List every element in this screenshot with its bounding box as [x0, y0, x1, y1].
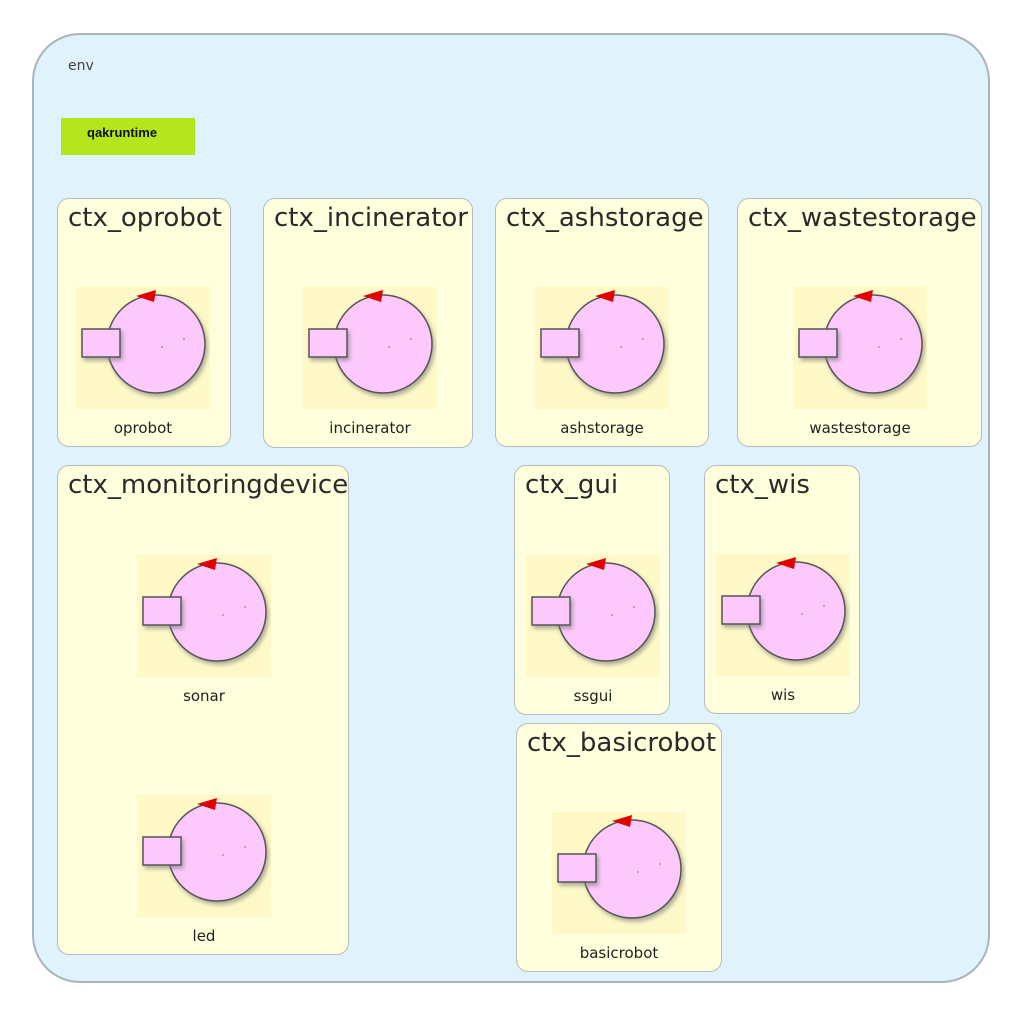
qakruntime-badge: qakruntime [61, 118, 195, 155]
actor-name: led [192, 927, 216, 945]
actor-name: ashstorage [560, 419, 644, 437]
actor-name: wastestorage [809, 419, 911, 437]
actor-icon [142, 798, 267, 902]
actor-icon [798, 290, 923, 394]
actor-mailbox [557, 853, 597, 883]
actor-circle [167, 562, 267, 662]
context-oprobot: ctx_oprobot oprobot [57, 198, 231, 447]
context-basicrobot: ctx_basicrobot basicrobot [516, 723, 722, 972]
actor-circle [582, 819, 682, 919]
actor-circle [565, 294, 665, 394]
actor-circle [333, 294, 433, 394]
actor-name: wis [770, 686, 796, 704]
actor-arrow [197, 798, 217, 810]
actor-icon [531, 558, 656, 662]
context-title: ctx_ashstorage [506, 203, 704, 233]
actor-mailbox [540, 328, 580, 358]
context-title: ctx_oprobot [68, 203, 222, 233]
actor-oprobot: oprobot [76, 287, 210, 437]
actor-arrow [586, 558, 606, 570]
context-title: ctx_monitoringdevice [68, 470, 349, 500]
context-title: ctx_incinerator [274, 203, 468, 233]
actor-mailbox [142, 596, 182, 626]
actor-mailbox [798, 328, 838, 358]
actor-circle [167, 802, 267, 902]
actor-icon [81, 290, 206, 394]
context-title: ctx_basicrobot [527, 728, 717, 758]
actor-ssgui: ssgui [526, 555, 660, 705]
actor-wastestorage: wastestorage [793, 287, 927, 437]
actor-ashstorage: ashstorage [535, 287, 669, 437]
actor-icon [540, 290, 665, 394]
actor-sonar: sonar [137, 555, 271, 705]
actor-basicrobot: basicrobot [552, 812, 686, 962]
actor-incinerator: incinerator [303, 287, 437, 437]
actor-name: sonar [183, 687, 225, 705]
actor-name: incinerator [329, 419, 411, 437]
actor-name: ssgui [573, 687, 613, 705]
actor-icon [308, 290, 433, 394]
actor-mailbox [721, 595, 761, 625]
actor-arrow [595, 290, 615, 302]
actor-icon [557, 815, 682, 919]
context-title: ctx_gui [525, 470, 619, 500]
actor-icon [142, 558, 267, 662]
actor-name: basicrobot [579, 944, 659, 962]
actor-wis: wis [716, 554, 850, 704]
actor-arrow [197, 558, 217, 570]
context-title: ctx_wis [715, 470, 810, 500]
context-monitoringdevice: ctx_monitoringdevice sonar led [57, 465, 349, 955]
actor-circle [106, 294, 206, 394]
env-label: env [68, 58, 94, 74]
actor-circle [823, 294, 923, 394]
context-incinerator: ctx_incinerator incinerator [263, 198, 473, 448]
actor-mailbox [308, 328, 348, 358]
actor-led: led [137, 795, 271, 945]
actor-circle [746, 561, 846, 661]
context-gui: ctx_gui ssgui [514, 465, 670, 715]
actor-arrow [612, 815, 632, 827]
context-title: ctx_wastestorage [748, 203, 977, 233]
actor-icon [721, 557, 846, 661]
context-wastestorage: ctx_wastestorage wastestorage [737, 198, 982, 447]
actor-arrow [136, 290, 156, 302]
actor-arrow [363, 290, 383, 302]
actor-mailbox [81, 328, 121, 358]
actor-arrow [853, 290, 873, 302]
actor-mailbox [142, 836, 182, 866]
actor-circle [556, 562, 656, 662]
context-wis: ctx_wis wis [704, 465, 860, 714]
actor-arrow [776, 557, 796, 569]
actor-name: oprobot [113, 419, 173, 437]
actor-mailbox [531, 596, 571, 626]
context-ashstorage: ctx_ashstorage ashstorage [495, 198, 709, 447]
